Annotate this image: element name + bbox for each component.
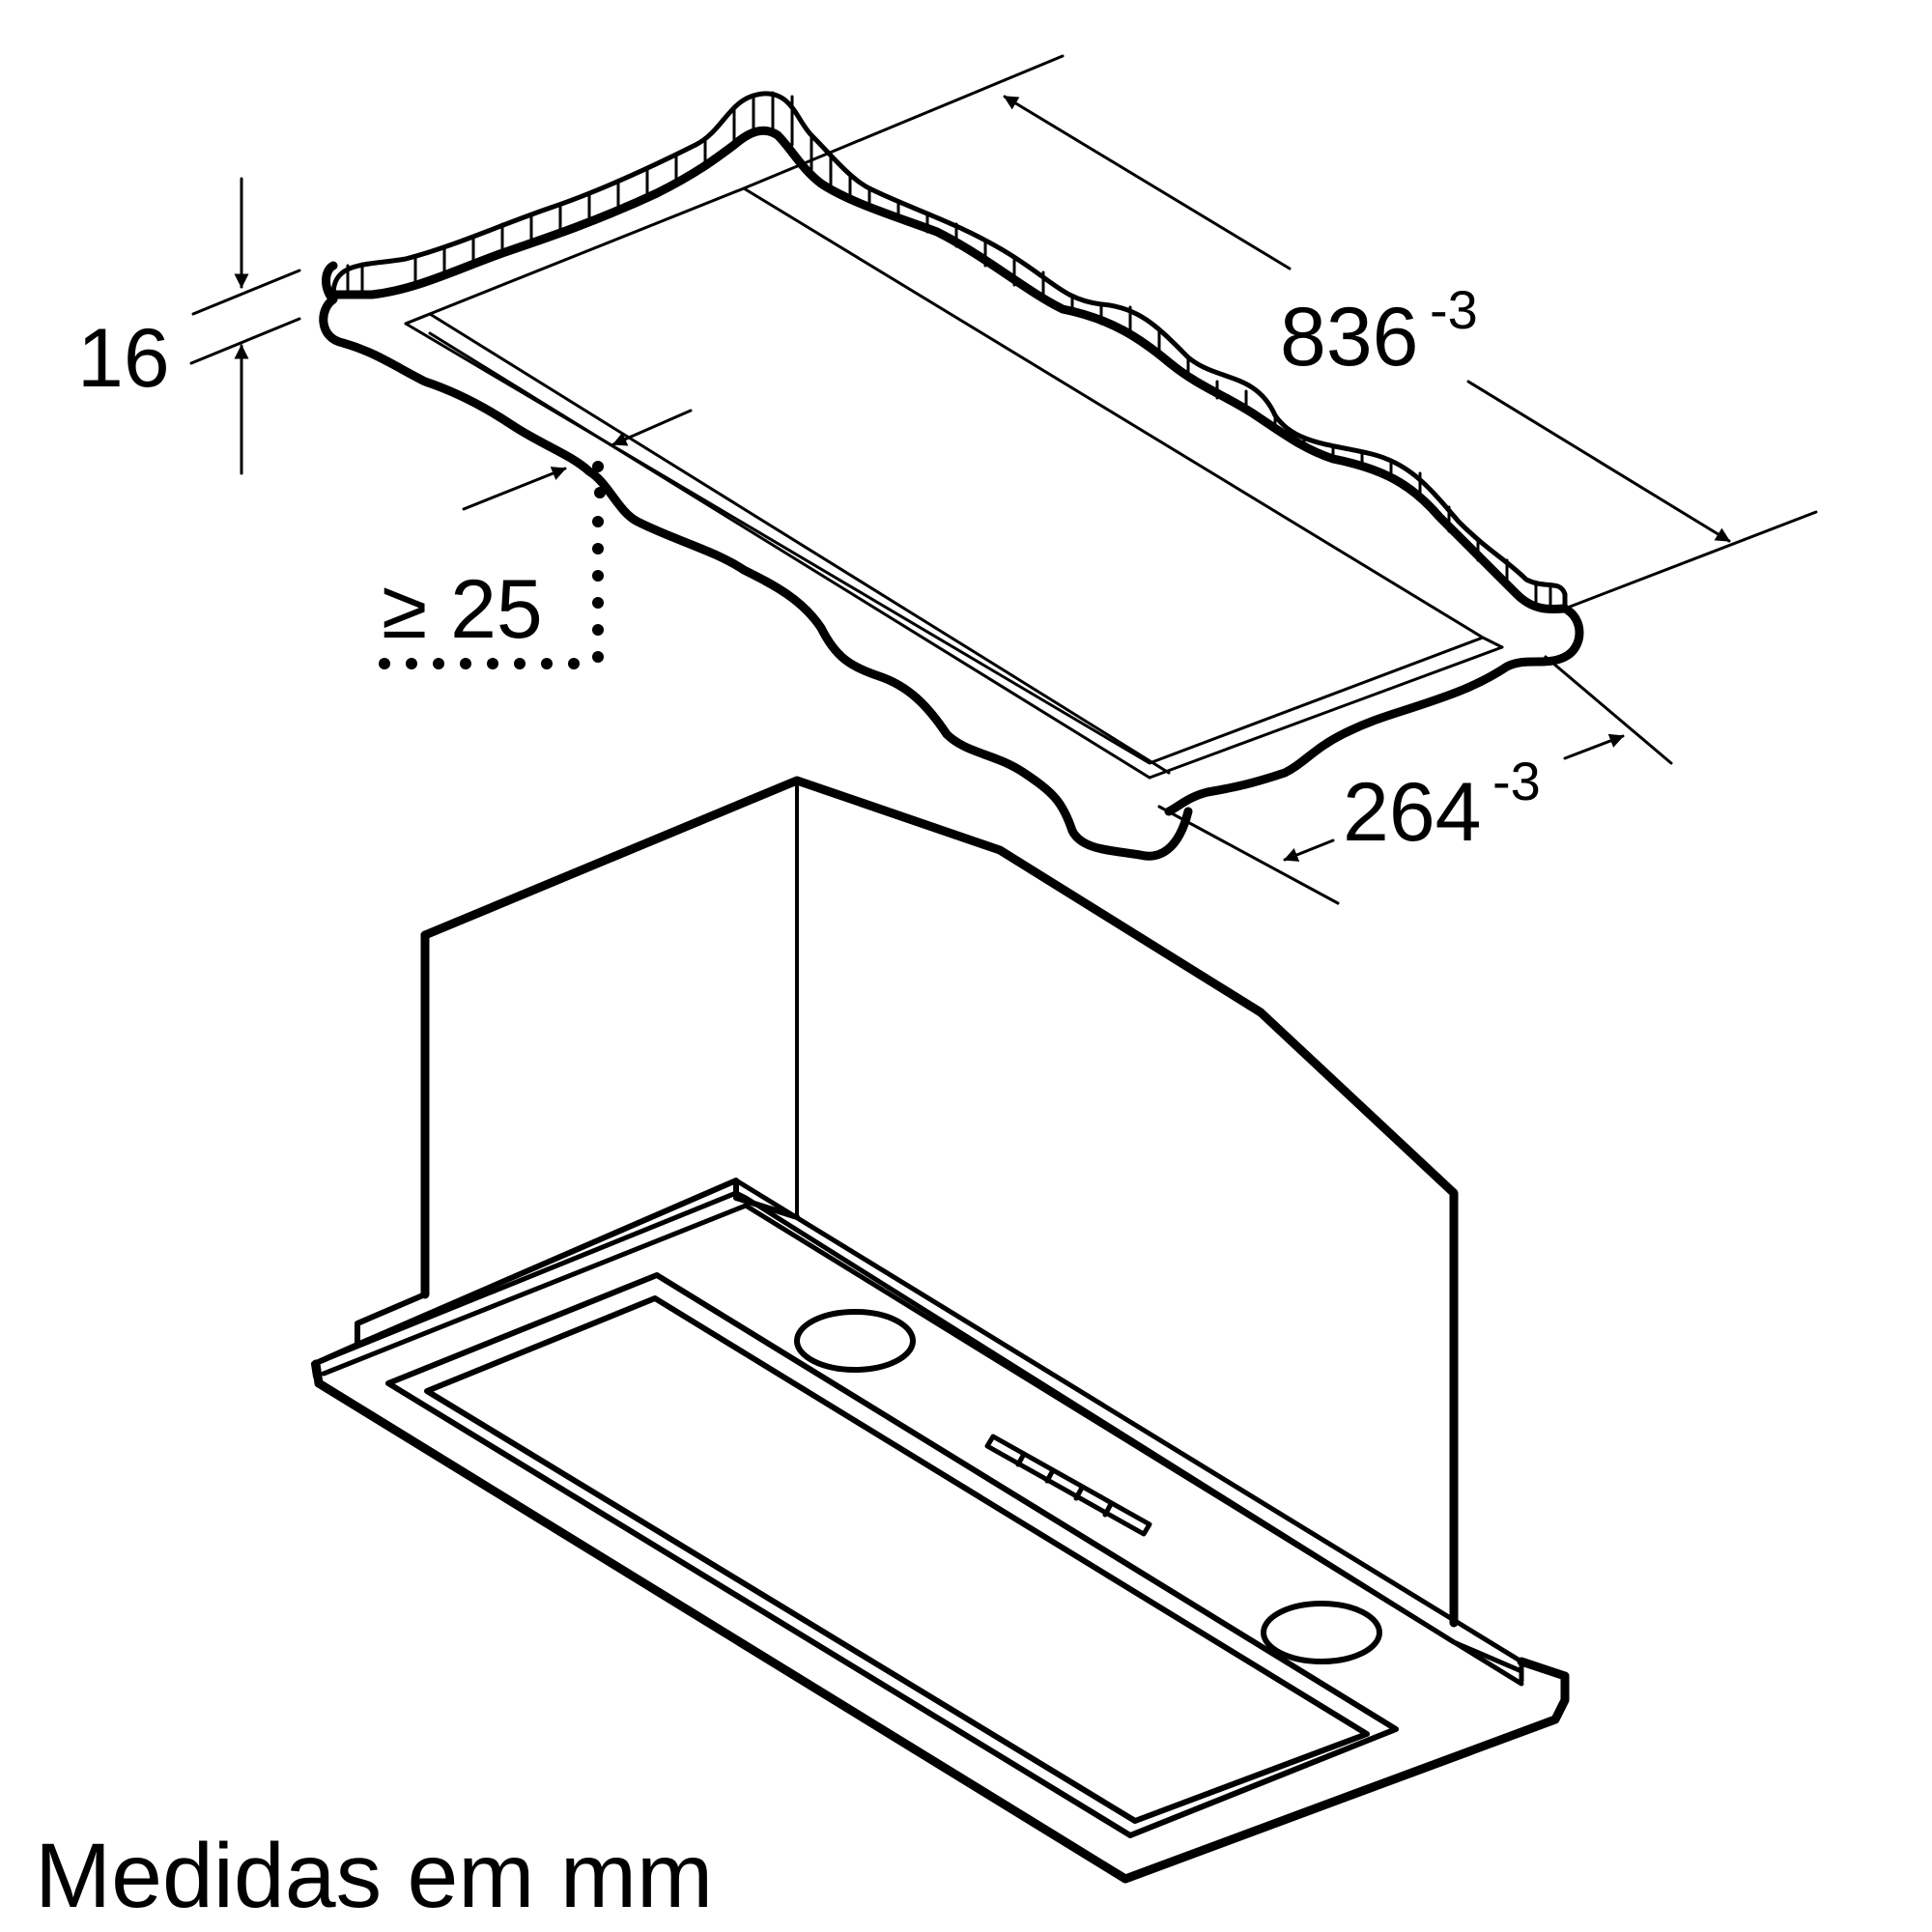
panel-right-end	[1164, 604, 1584, 816]
dim-836-line-upper	[1003, 95, 1292, 270]
hood-housing	[420, 776, 1459, 1628]
panel-top-edge	[330, 91, 1568, 611]
control-panel	[984, 1434, 1152, 1537]
filter-frame-inner	[424, 1295, 1370, 1824]
dim-836-label: 836 -3	[1280, 279, 1478, 384]
dim-25-arrow-right	[611, 409, 693, 446]
hood-unit	[311, 776, 1570, 1884]
dim-16-label: 16	[77, 312, 170, 405]
dim-836-line-lower	[1466, 380, 1731, 543]
svg-text:-3: -3	[1430, 279, 1478, 340]
dim-264-arrow-left	[1283, 838, 1335, 862]
svg-text:836: 836	[1280, 291, 1419, 384]
hood-bottom-panel	[314, 1378, 1570, 1884]
dotted-reference	[379, 461, 606, 669]
panel-top-edge-inner	[328, 126, 1570, 614]
light-right	[1261, 1601, 1382, 1664]
light-left	[794, 1309, 916, 1373]
cabinet-panel	[319, 91, 1584, 861]
dim-25-arrow-left	[462, 467, 567, 511]
panel-hatching	[346, 91, 1552, 612]
panel-left-end	[319, 261, 1193, 861]
units-caption: Medidas em mm	[35, 1825, 714, 1927]
dimension-lines	[189, 54, 1818, 905]
dim-264-arrow-right	[1563, 733, 1625, 760]
svg-text:264: 264	[1343, 766, 1482, 859]
svg-text:-3: -3	[1492, 751, 1541, 811]
filter-frame-outer	[385, 1272, 1399, 1838]
cutout-inner-step	[404, 312, 1504, 775]
cutout-outline	[404, 186, 1485, 765]
dim-264-label: 264 -3	[1343, 751, 1541, 859]
dim-25-label: ≥ 25	[382, 563, 543, 656]
